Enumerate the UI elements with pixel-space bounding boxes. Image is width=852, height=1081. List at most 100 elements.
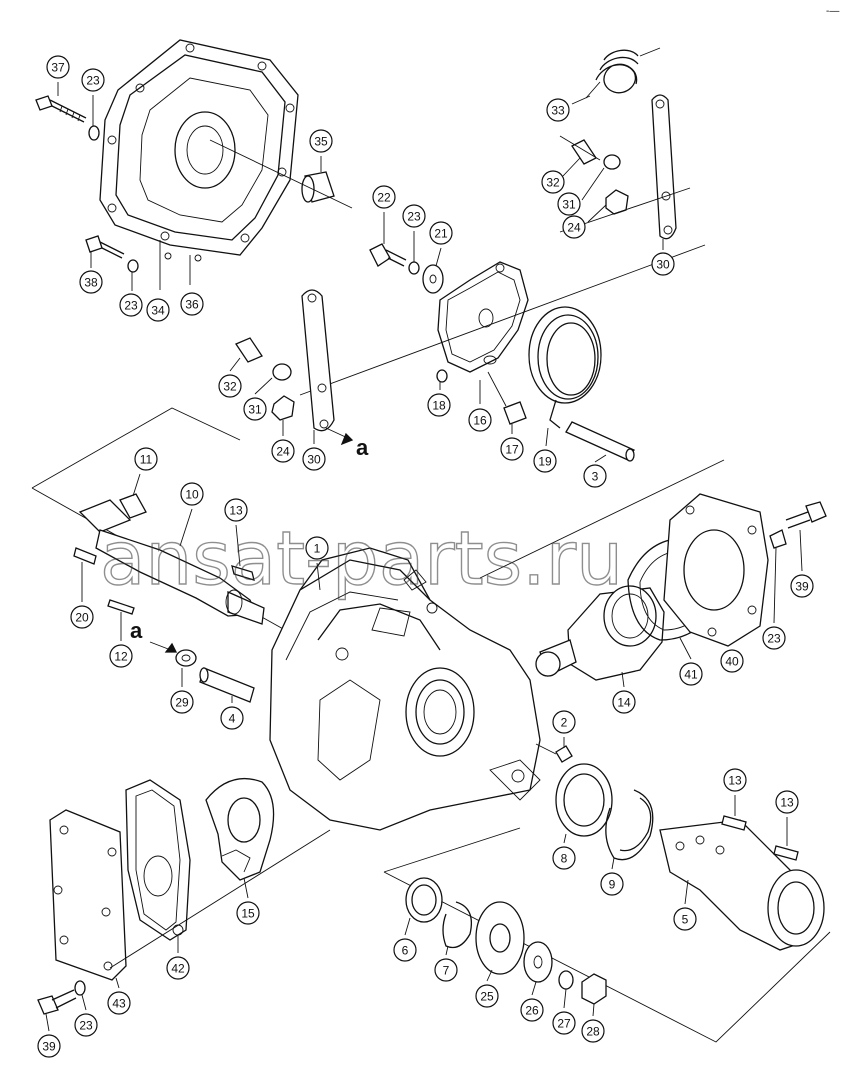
callout-label: 20 xyxy=(75,611,89,625)
callout-39: 39 xyxy=(790,574,814,598)
callout-38: 38 xyxy=(79,270,103,294)
washer-27 xyxy=(558,970,574,1009)
bolt-2 xyxy=(535,737,573,763)
spring-33 xyxy=(571,47,661,105)
pin-17 xyxy=(479,371,527,434)
callout-label: 33 xyxy=(551,104,565,118)
callout-label: 36 xyxy=(185,298,199,312)
bolt-38 xyxy=(85,235,139,291)
bolt-39-left xyxy=(37,980,87,1032)
shift-fork-15 xyxy=(205,778,275,899)
callout-32: 32 xyxy=(541,170,565,194)
pin-12 xyxy=(107,599,135,641)
callout-label: 13 xyxy=(780,796,794,810)
snap-ring-7 xyxy=(442,901,473,956)
callout-20: 20 xyxy=(70,605,94,629)
callout-23: 23 xyxy=(74,1013,98,1037)
bolt-22 xyxy=(369,212,444,294)
lever-30-upper xyxy=(651,94,677,250)
callout-30: 30 xyxy=(651,252,675,276)
ref-mark-a-lower: a xyxy=(130,618,143,643)
callout-label: 23 xyxy=(124,299,138,313)
key-13-right-b xyxy=(773,817,799,861)
gasket-42 xyxy=(125,779,191,953)
callout-6: 6 xyxy=(393,938,417,962)
callout-label: 22 xyxy=(377,191,391,205)
bushing-35 xyxy=(209,139,353,209)
callout-label: 43 xyxy=(112,997,126,1011)
key-13-left xyxy=(231,524,255,581)
callout-label: 9 xyxy=(609,878,616,892)
shaft-3 xyxy=(565,421,635,463)
housing-cover-36 xyxy=(99,39,299,290)
callout-10: 10 xyxy=(180,482,204,506)
callout-label: 25 xyxy=(480,990,494,1004)
callout-label: 30 xyxy=(307,453,321,467)
callout-3: 3 xyxy=(583,464,607,488)
callout-label: 6 xyxy=(402,944,409,958)
clip-29: a xyxy=(130,618,197,687)
callout-12: 12 xyxy=(109,644,133,668)
callout-label: 13 xyxy=(229,504,243,518)
callout-label: 40 xyxy=(725,655,739,669)
callout-24: 24 xyxy=(562,215,586,239)
sleeve-5 xyxy=(659,819,825,951)
callout-label: 16 xyxy=(473,414,487,428)
callout-29: 29 xyxy=(170,690,194,714)
washer-26 xyxy=(523,941,553,996)
callout-41: 41 xyxy=(679,662,703,686)
washer-25 xyxy=(475,901,525,982)
stud-32-lower xyxy=(229,337,315,444)
callout-11: 11 xyxy=(134,447,158,471)
seal-8 xyxy=(555,763,613,844)
key-13-right-a xyxy=(721,795,747,831)
plate-16 xyxy=(299,244,706,396)
callout-label: 39 xyxy=(795,580,809,594)
nut-28 xyxy=(581,973,607,1017)
callout-34: 34 xyxy=(146,298,170,322)
callout-27: 27 xyxy=(552,1011,576,1035)
callout-label: 34 xyxy=(151,304,165,318)
callout-13: 13 xyxy=(775,790,799,814)
bolt-37 xyxy=(35,82,100,141)
cover-43 xyxy=(49,809,331,989)
callout-label: 17 xyxy=(505,443,519,457)
callout-23: 23 xyxy=(402,204,426,228)
callout-42: 42 xyxy=(166,956,190,980)
callout-label: 29 xyxy=(175,696,189,710)
callout-31: 31 xyxy=(557,192,581,216)
callout-label: 31 xyxy=(248,403,262,417)
callout-31: 31 xyxy=(243,397,267,421)
callout-2: 2 xyxy=(552,710,576,734)
callout-14: 14 xyxy=(612,690,636,714)
callout-label: 1 xyxy=(314,542,321,556)
callout-label: 37 xyxy=(51,61,65,75)
snap-ring-9 xyxy=(605,789,654,870)
gear-case-1 xyxy=(269,547,541,831)
callout-43: 43 xyxy=(107,991,131,1015)
washer-18 xyxy=(436,369,448,390)
callout-16: 16 xyxy=(468,408,492,432)
key-20 xyxy=(73,547,97,602)
callout-23: 23 xyxy=(119,293,143,317)
callout-label: 26 xyxy=(525,1004,539,1018)
callout-23: 23 xyxy=(762,626,786,650)
callout-label: 12 xyxy=(114,650,128,664)
callout-8: 8 xyxy=(552,846,576,870)
callout-5: 5 xyxy=(673,907,697,931)
callout-7: 7 xyxy=(434,958,458,982)
callout-label: 15 xyxy=(241,907,255,921)
callout-17: 17 xyxy=(500,437,524,461)
callout-label: 23 xyxy=(407,210,421,224)
callout-9: 9 xyxy=(600,872,624,896)
callout-label: 23 xyxy=(86,74,100,88)
callout-label: 38 xyxy=(84,276,98,290)
shaft-10 xyxy=(78,499,265,625)
callout-label: 28 xyxy=(586,1025,600,1039)
callout-25: 25 xyxy=(475,984,499,1008)
watermark: ansat-parts.ru xyxy=(100,516,623,602)
callout-15: 15 xyxy=(236,901,260,925)
callout-40: 40 xyxy=(720,649,744,673)
spring-19 xyxy=(528,306,602,447)
